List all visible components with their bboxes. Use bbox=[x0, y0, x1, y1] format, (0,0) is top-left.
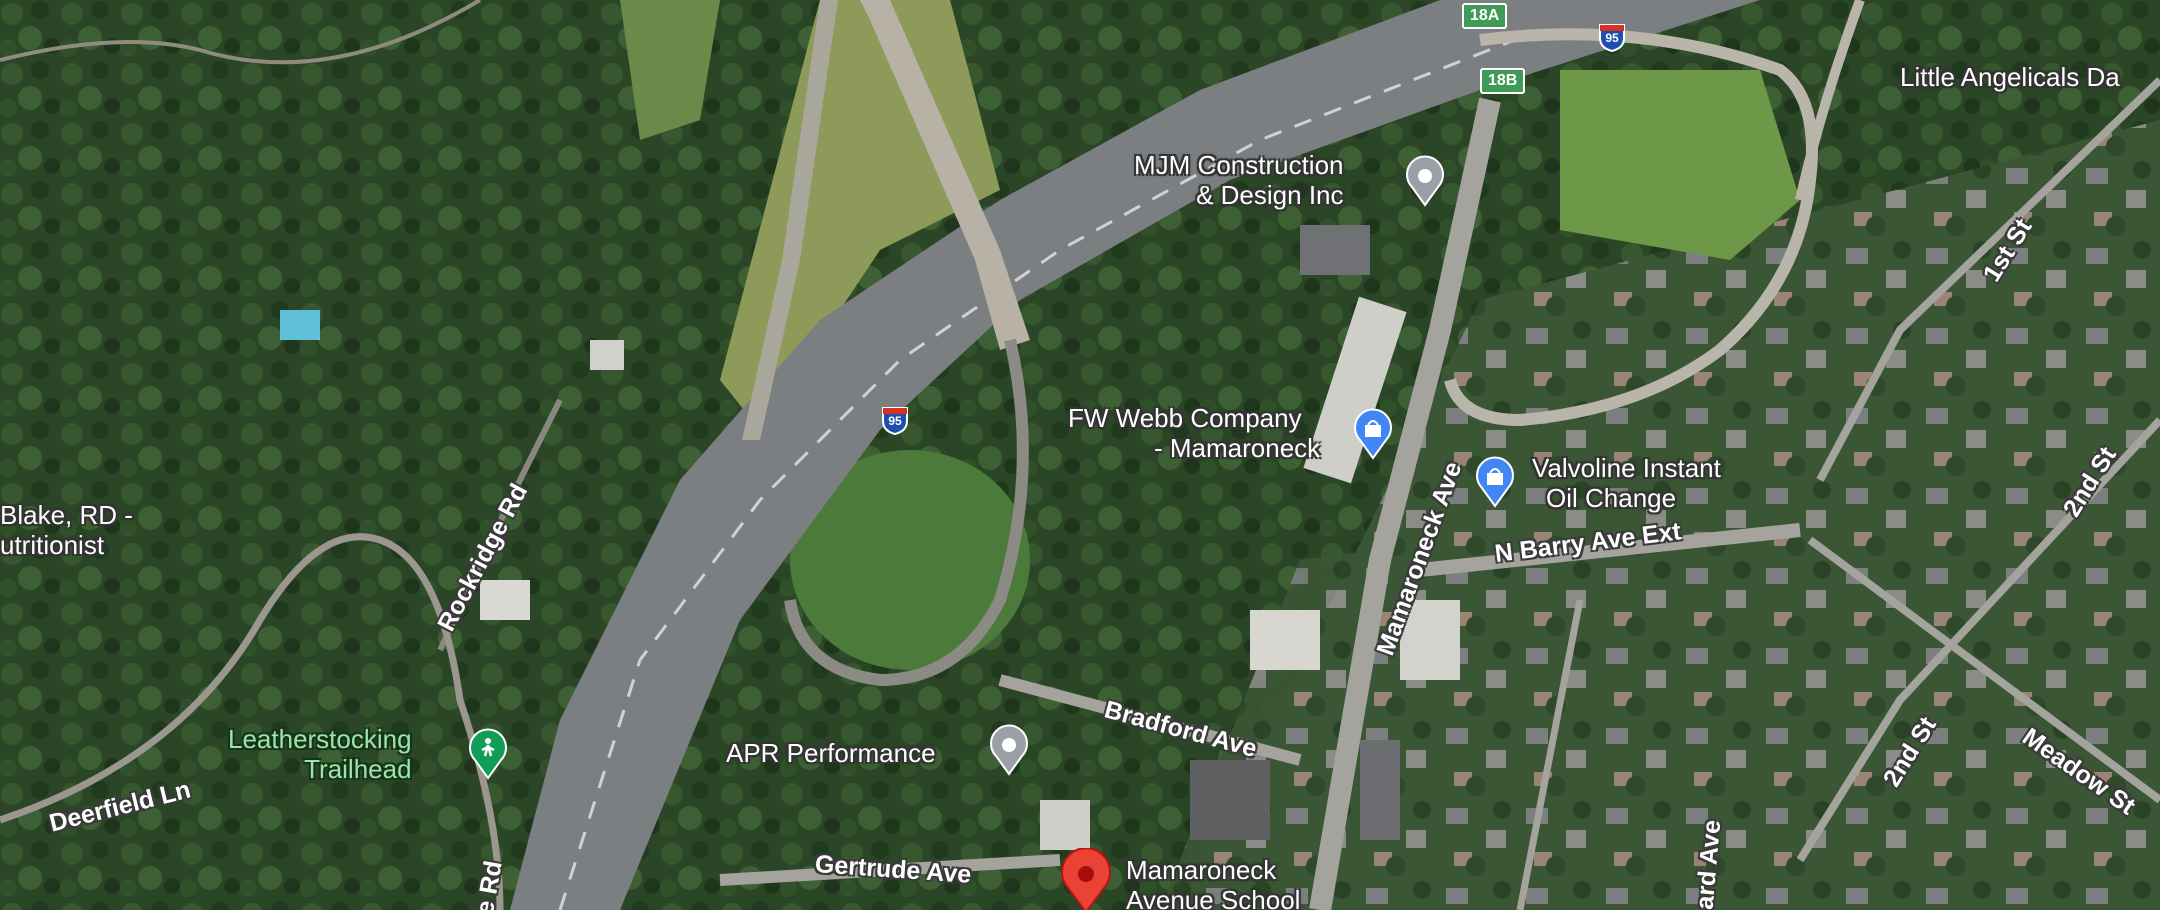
poi-label-little-angelicals[interactable]: Little Angelicals Da bbox=[1900, 62, 2120, 92]
poi-label-mjm-construction[interactable]: MJM Construction & Design Inc bbox=[1134, 150, 1344, 210]
interstate-95-shield-icon: 95 bbox=[880, 405, 910, 435]
poi-label-valvoline[interactable]: Valvoline Instant Oil Change bbox=[1532, 453, 1721, 513]
generic-pin-icon[interactable] bbox=[1404, 155, 1446, 207]
generic-pin-icon[interactable] bbox=[988, 724, 1030, 776]
poi-label-leatherstocking-trailhead[interactable]: Leatherstocking Trailhead bbox=[228, 724, 412, 784]
selected-pin-icon[interactable] bbox=[1058, 848, 1114, 910]
poi-label-blake-rd-nutritionist[interactable]: Blake, RD - utritionist bbox=[0, 500, 133, 560]
shopping-bag-pin-icon[interactable] bbox=[1474, 456, 1516, 508]
interstate-95-shield-icon: 95 bbox=[1597, 22, 1627, 52]
exit-18b-marker: 18B bbox=[1480, 68, 1526, 94]
poi-label-fw-webb-company[interactable]: FW Webb Company - Mamaroneck bbox=[1068, 403, 1321, 463]
shield-number: 95 bbox=[1605, 31, 1619, 45]
poi-label-mamaroneck-avenue-school[interactable]: Mamaroneck Avenue School bbox=[1126, 855, 1301, 910]
exit-18a-marker: 18A bbox=[1462, 3, 1508, 29]
poi-label-apr-performance[interactable]: APR Performance bbox=[726, 738, 936, 768]
hiking-pin-icon[interactable] bbox=[467, 728, 509, 780]
shopping-bag-pin-icon[interactable] bbox=[1352, 408, 1394, 460]
shield-number: 95 bbox=[888, 414, 902, 428]
